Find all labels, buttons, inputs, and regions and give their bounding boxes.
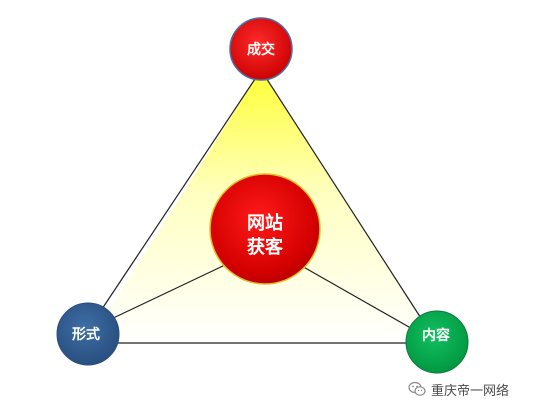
node-top-label: 成交: [247, 41, 275, 58]
wechat-icon: [408, 381, 426, 396]
node-center: 网站 获客: [209, 173, 321, 285]
node-left: 形式: [56, 302, 120, 366]
node-right-label: 内容: [422, 327, 450, 344]
node-top-circle: [229, 17, 293, 81]
edge-top-right: [260, 69, 438, 344]
node-center-line2: 获客: [247, 236, 284, 258]
node-center-line1: 网站: [247, 212, 283, 234]
node-left-label: 形式: [72, 326, 100, 343]
watermark-text: 重庆帝一网络: [431, 383, 510, 399]
node-center-circle: [209, 173, 321, 285]
watermark: 重庆帝一网络: [408, 378, 509, 400]
node-right-circle: [405, 310, 469, 374]
node-left-circle: [56, 302, 120, 366]
node-right: 内容: [405, 310, 469, 374]
node-top: 成交: [229, 17, 293, 81]
edge-top-left: [87, 69, 262, 331]
